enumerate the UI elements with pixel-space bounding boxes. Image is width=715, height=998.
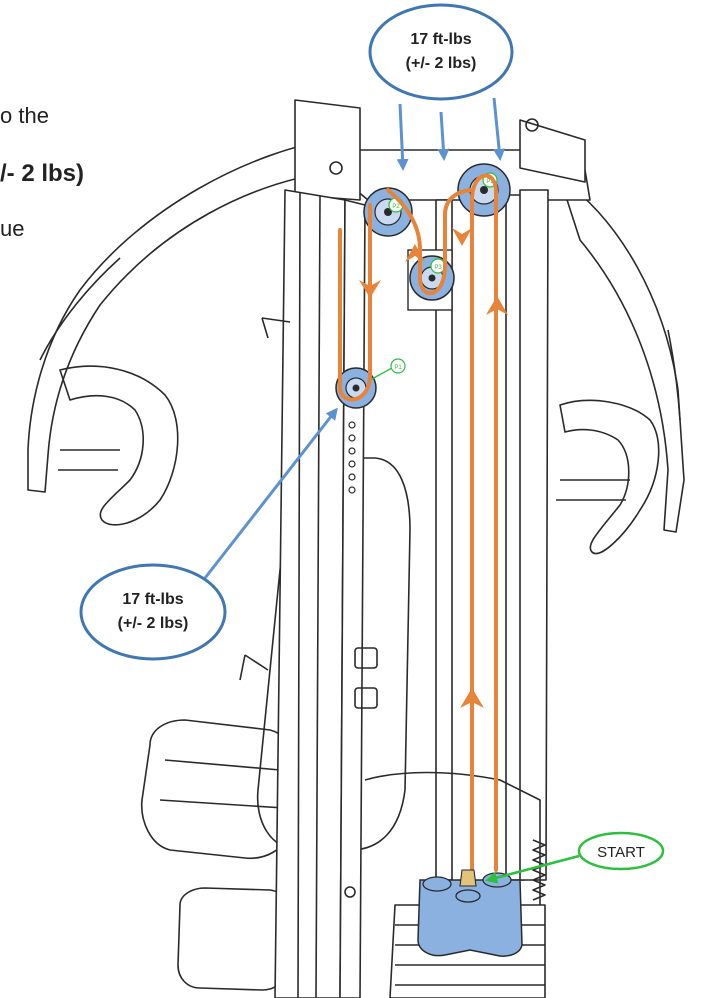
start-label: START xyxy=(597,844,645,861)
left-arm xyxy=(27,137,346,493)
cable-route xyxy=(338,173,498,872)
callout-top-line2: (+/- 2 lbs) xyxy=(406,55,477,72)
callout-top-arrow-1 xyxy=(396,103,409,171)
arrow-up-lower xyxy=(460,688,484,708)
text-fragment-1: o the xyxy=(0,103,49,128)
pulley-tag-2: P3 xyxy=(486,179,494,185)
guide-rod-outer xyxy=(519,189,549,881)
foot-roller xyxy=(177,887,292,991)
text-fragment-2: /- 2 lbs) xyxy=(0,160,85,187)
start-callout: START xyxy=(485,831,665,884)
pulley-tag-4: P1 xyxy=(394,365,402,371)
pulley-tag-3: P3 xyxy=(434,265,442,271)
right-arm xyxy=(559,177,685,533)
machine-frame xyxy=(27,99,685,998)
callout-top-arrow-3 xyxy=(492,97,506,161)
left-tower xyxy=(274,189,346,998)
cable-carriage xyxy=(417,869,523,957)
arrow-up-upper xyxy=(486,296,508,315)
right-handle xyxy=(559,399,660,555)
seat-pad xyxy=(140,719,298,859)
start-arrow xyxy=(485,854,580,884)
callout-bottom: 17 ft-lbs (+/- 2 lbs) xyxy=(79,407,338,661)
cable-top-left xyxy=(443,188,472,267)
callout-top: 17 ft-lbs (+/- 2 lbs) xyxy=(368,3,514,171)
pulley-tag-1: P2 xyxy=(392,204,400,210)
callout-top-line1: 17 ft-lbs xyxy=(410,31,471,48)
cable-direction-arrows xyxy=(359,228,508,708)
callout-bottom-line2: (+/- 2 lbs) xyxy=(118,615,189,632)
arrow-down-left xyxy=(359,280,381,298)
pulley-center xyxy=(407,249,455,311)
arrow-up-center xyxy=(405,244,425,262)
callout-top-arrow-2 xyxy=(437,111,450,161)
callout-bottom-arrow xyxy=(203,407,338,579)
callout-bottom-line1: 17 ft-lbs xyxy=(122,591,183,608)
arrow-down-center xyxy=(452,228,472,246)
text-fragment-3: ue xyxy=(0,216,25,241)
adjustment-holes xyxy=(348,421,356,494)
left-handle xyxy=(59,365,179,526)
